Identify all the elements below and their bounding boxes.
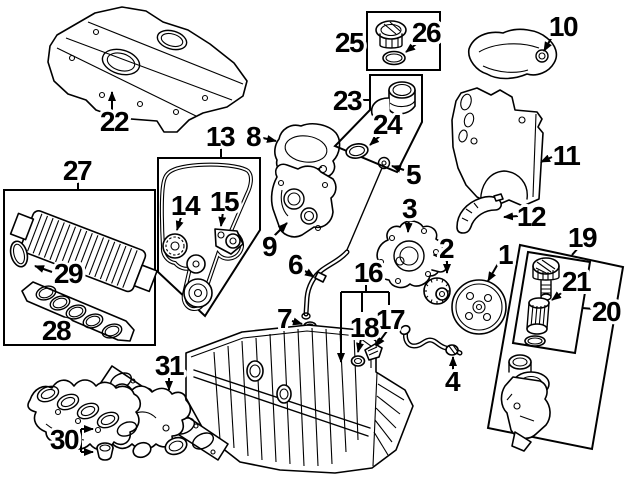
plug-oring bbox=[350, 355, 366, 367]
callout-label-12: 12 bbox=[517, 201, 546, 232]
belt-idler bbox=[214, 228, 244, 255]
callout-arrow-1 bbox=[487, 261, 500, 282]
callout-bracket-30 bbox=[80, 425, 94, 456]
dipstick-tube bbox=[301, 249, 350, 320]
callout-connectors bbox=[34, 34, 595, 456]
intake-manifold bbox=[27, 379, 142, 451]
callout-label-19: 19 bbox=[568, 222, 597, 253]
callout-arrow-14 bbox=[175, 213, 184, 231]
callout-label-5: 5 bbox=[406, 159, 421, 190]
callout-label-26: 26 bbox=[412, 17, 441, 48]
oil-filter-group bbox=[486, 243, 625, 452]
timing-belt-group bbox=[157, 157, 261, 318]
callout-label-31: 31 bbox=[155, 350, 184, 381]
oil-filter-cartridge bbox=[526, 297, 550, 335]
callout-arrow-7 bbox=[291, 317, 303, 326]
oil-filler-cap bbox=[375, 20, 407, 49]
belt-pulley-large bbox=[183, 278, 213, 308]
oil-filter-cap bbox=[532, 257, 560, 301]
crank-pulley bbox=[451, 279, 507, 335]
callout-arrow-8 bbox=[262, 135, 277, 143]
callout-label-4: 4 bbox=[445, 366, 461, 397]
callout-arrow-5 bbox=[391, 165, 405, 173]
callout-label-17: 17 bbox=[376, 304, 405, 335]
callout-arrow-9 bbox=[271, 222, 288, 239]
manifold-plug bbox=[96, 442, 114, 461]
callout-label-28: 28 bbox=[42, 315, 71, 346]
port-gasket bbox=[21, 281, 135, 342]
oil-cap-oring bbox=[382, 50, 406, 66]
callout-label-21: 21 bbox=[562, 266, 591, 297]
timing-belt-box-13 bbox=[157, 157, 261, 318]
callout-label-22: 22 bbox=[100, 106, 129, 137]
callout-arrow-15 bbox=[218, 211, 227, 227]
callout-label-23: 23 bbox=[333, 85, 362, 116]
oil-filter-inner-box bbox=[511, 250, 592, 355]
oil-filler-tube bbox=[370, 81, 416, 123]
callout-arrow-21 bbox=[551, 287, 569, 301]
callout-arrow-17 bbox=[375, 330, 388, 347]
callout-label-9: 9 bbox=[262, 231, 277, 262]
belt-pulley-small bbox=[186, 254, 206, 274]
drain-plug bbox=[364, 343, 383, 361]
timing-cover-lower-front bbox=[270, 163, 337, 238]
oil-filter-housing bbox=[500, 354, 551, 452]
timing-cover-upper-front bbox=[274, 123, 341, 180]
oil-filter-oring bbox=[524, 335, 546, 347]
callout-arrow-26 bbox=[405, 40, 421, 53]
callout-arrow-6 bbox=[301, 268, 315, 278]
callout-label-14: 14 bbox=[171, 190, 201, 221]
callout-label-8: 8 bbox=[246, 121, 261, 152]
callout-label-7: 7 bbox=[277, 303, 292, 334]
callout-label-27: 27 bbox=[63, 155, 92, 186]
callout-label-2: 2 bbox=[439, 233, 454, 264]
callout-label-25: 25 bbox=[335, 27, 364, 58]
callout-label-18: 18 bbox=[350, 312, 379, 343]
filler-tube-seal bbox=[345, 143, 369, 159]
valve-cover bbox=[47, 6, 248, 133]
callout-label-1: 1 bbox=[498, 239, 513, 270]
callout-arrow-11 bbox=[540, 154, 553, 163]
callout-label-6: 6 bbox=[288, 249, 303, 280]
oil-cap-group bbox=[366, 11, 441, 71]
callout-arrow-12 bbox=[503, 212, 519, 221]
callout-bracket-16 bbox=[337, 283, 390, 363]
callout-arrow-29 bbox=[34, 265, 53, 273]
oil-filter-box-19 bbox=[486, 243, 625, 451]
callout-arrow-10 bbox=[543, 34, 554, 52]
callout-label-29: 29 bbox=[54, 258, 83, 289]
callout-leader-19 bbox=[571, 246, 580, 256]
callout-arrow-24 bbox=[369, 132, 384, 146]
callout-label-20: 20 bbox=[592, 296, 621, 327]
air-cleaner-group bbox=[3, 189, 158, 346]
crank-sprocket bbox=[423, 277, 451, 305]
dipstick bbox=[345, 156, 391, 253]
callout-arrow-3 bbox=[404, 217, 413, 233]
callout-label-24: 24 bbox=[373, 109, 403, 140]
air-duct-oring bbox=[9, 240, 29, 268]
belt-tensioner bbox=[162, 233, 188, 259]
air-duct bbox=[9, 210, 158, 293]
callout-leader-20 bbox=[581, 307, 595, 310]
callout-label-15: 15 bbox=[210, 186, 239, 217]
callout-label-10: 10 bbox=[549, 11, 578, 42]
callout-label-30: 30 bbox=[50, 424, 79, 455]
oil-pipe bbox=[399, 324, 463, 356]
air-cleaner-box-27 bbox=[3, 189, 156, 346]
callout-label-16: 16 bbox=[354, 257, 383, 288]
timing-cover-rear bbox=[451, 87, 544, 207]
callout-label-11: 11 bbox=[553, 140, 581, 171]
callout-arrow-18 bbox=[356, 338, 364, 353]
callout-label-3: 3 bbox=[402, 193, 417, 224]
timing-cover-top bbox=[467, 28, 558, 80]
sealing-flange bbox=[456, 193, 504, 234]
callout-label-13: 13 bbox=[206, 121, 235, 152]
